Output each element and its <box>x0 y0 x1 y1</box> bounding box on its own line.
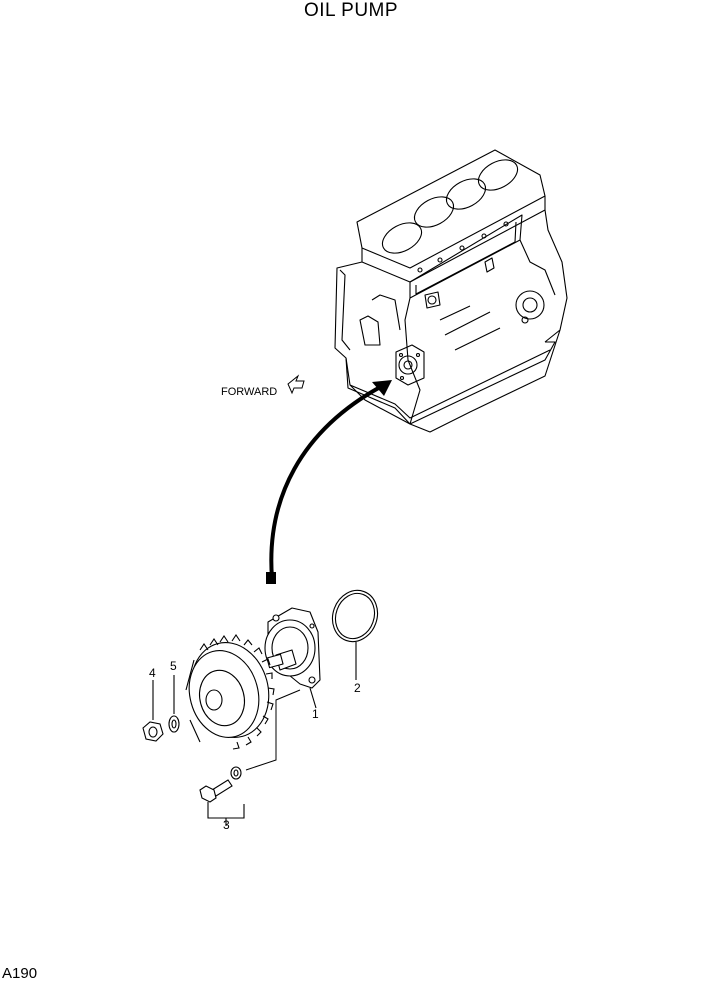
forward-label: FORWARD <box>221 386 277 398</box>
callout-3: 3 <box>223 818 230 832</box>
page-number: A190 <box>2 965 38 982</box>
callout-4: 4 <box>149 666 156 680</box>
washer <box>168 675 180 733</box>
bolt <box>199 766 245 826</box>
callout-1: 1 <box>312 707 319 721</box>
pump-drive-gear <box>185 634 275 750</box>
leader-line <box>245 689 301 771</box>
nut <box>142 680 164 742</box>
callout-5: 5 <box>170 659 177 673</box>
o-ring <box>331 589 379 680</box>
oil-pump <box>264 607 321 709</box>
engine-block <box>334 149 568 433</box>
installation-arrow <box>266 380 392 584</box>
forward-indicator: FORWARD <box>221 374 305 398</box>
forward-arrow-icon <box>287 374 305 395</box>
diagram-title: OIL PUMP <box>303 0 399 21</box>
callout-2: 2 <box>354 681 361 695</box>
